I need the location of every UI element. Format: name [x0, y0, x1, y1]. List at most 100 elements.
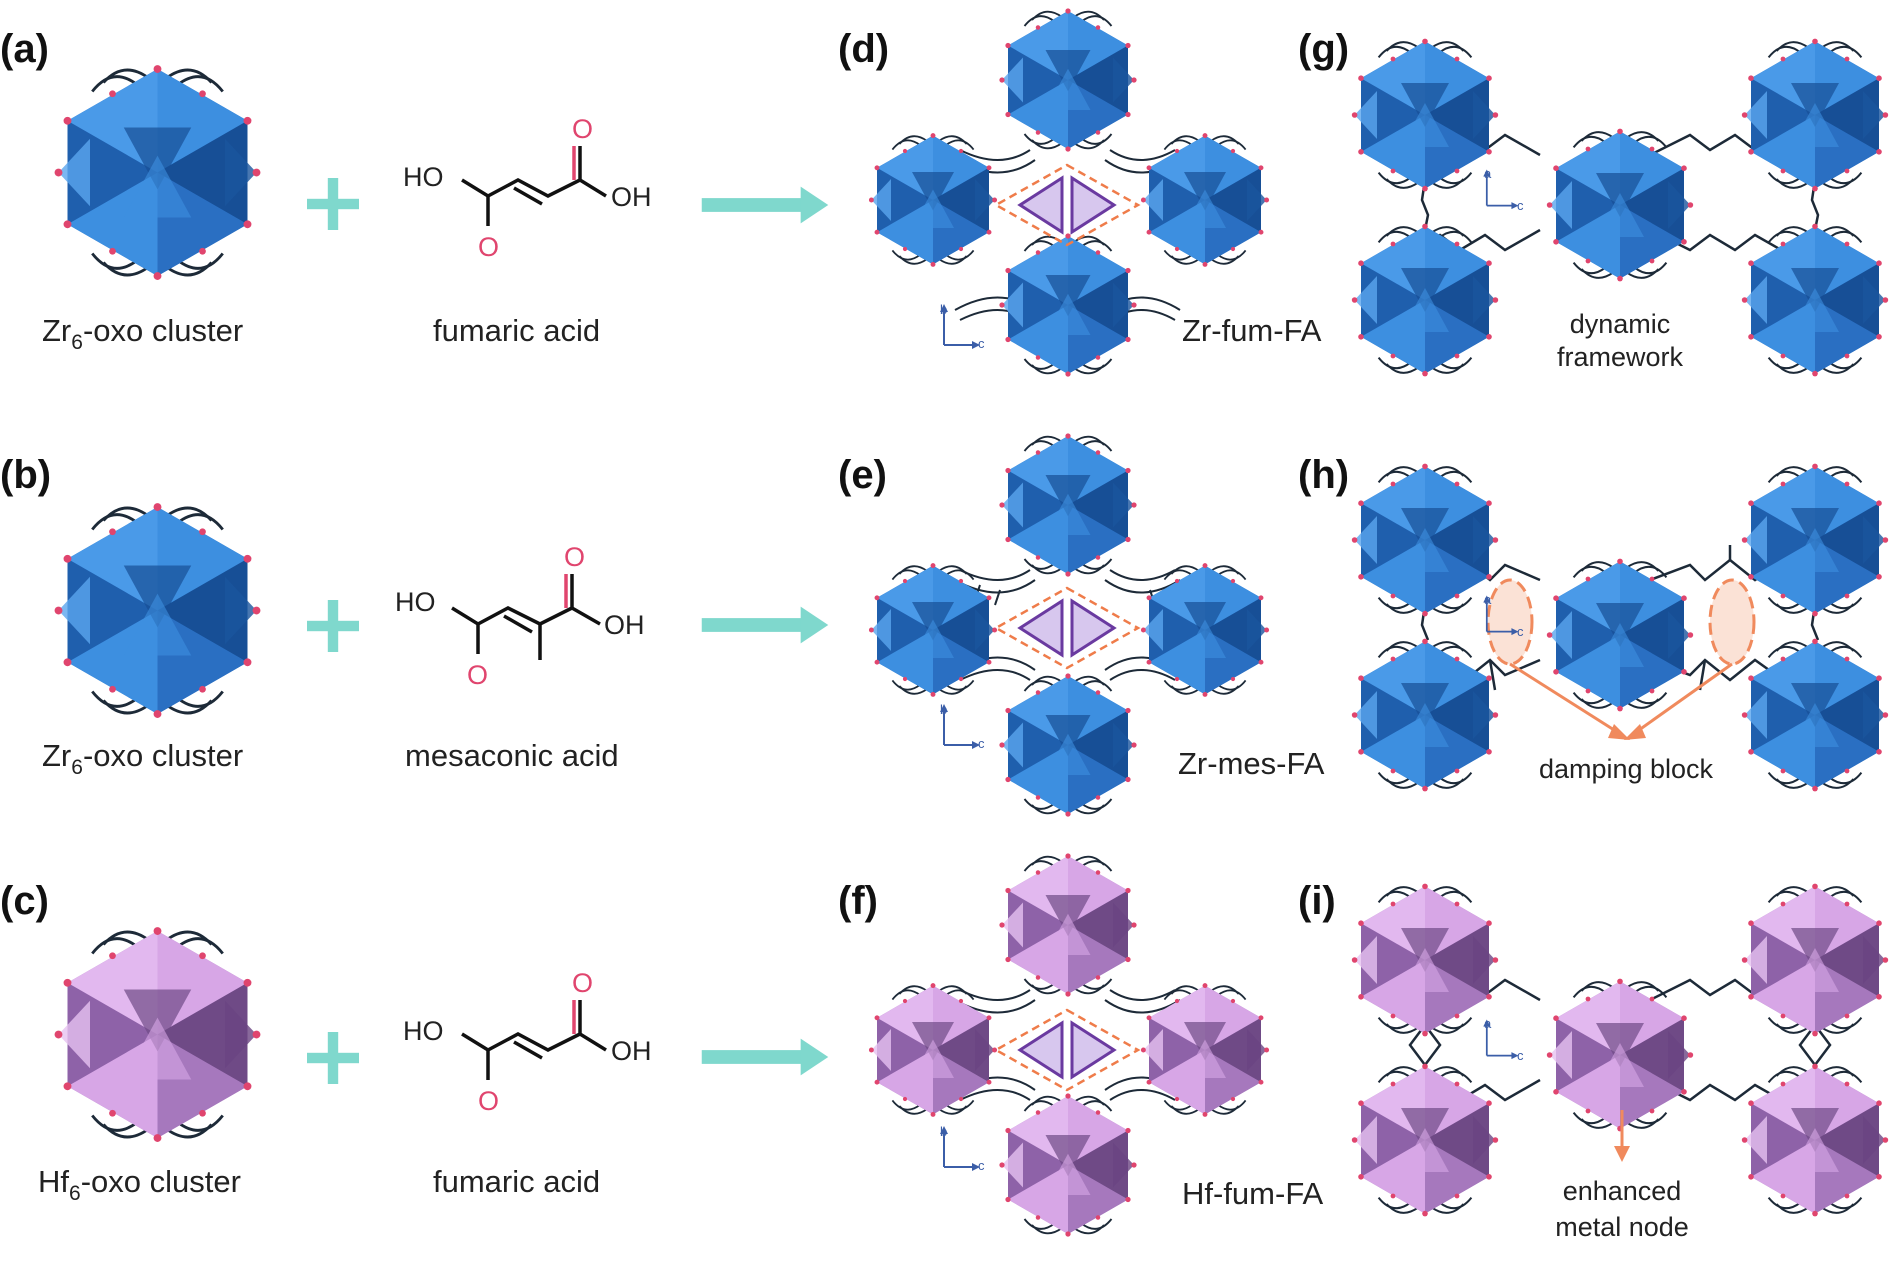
- zr-cluster-icon: [1740, 222, 1890, 378]
- axis-right: c: [978, 336, 985, 351]
- molecule-o-bottom: O: [467, 660, 488, 690]
- damping-highlight: [1486, 578, 1756, 740]
- panel-a: (a) Zr6-oxo cluster HO O OH O fumaric ac…: [0, 27, 829, 354]
- panel-h: (h) a c damping block: [1298, 453, 1890, 793]
- note-i-line1: enhanced: [1563, 1176, 1682, 1206]
- axis-right: c: [1517, 1048, 1524, 1063]
- cluster-caption-a: Zr6-oxo cluster: [42, 313, 243, 354]
- hf-cluster-icon: [998, 852, 1138, 998]
- zr-cluster-icon: [1350, 37, 1500, 193]
- cluster-caption-c: Hf6-oxo cluster: [38, 1164, 241, 1205]
- axis-up: b: [940, 702, 947, 717]
- axis-up: a: [1484, 166, 1492, 181]
- zr-cluster-icon: [53, 501, 262, 720]
- pore-diamond: [993, 1008, 1141, 1092]
- plus-icon: [307, 600, 359, 652]
- molecule-o-top: O: [572, 114, 593, 144]
- acid-caption-b: mesaconic acid: [405, 738, 619, 773]
- cluster-caption-b: Zr6-oxo cluster: [42, 738, 243, 779]
- axis-up: a: [1484, 1016, 1492, 1031]
- axis-up: a: [1484, 592, 1492, 607]
- panel-c: (c) Hf6-oxo cluster HO O OH O fumaric ac…: [0, 879, 829, 1205]
- hf-cluster-icon: [1740, 1062, 1890, 1218]
- molecule-oh: OH: [604, 610, 645, 640]
- plus-icon: [307, 1032, 359, 1084]
- plus-icon: [307, 178, 359, 230]
- pore-diamond: [993, 163, 1141, 247]
- zr-cluster-icon: [1545, 557, 1695, 713]
- acid-caption-c: fumaric acid: [433, 1164, 600, 1199]
- panel-g: (g) a c dynamic framework: [1298, 27, 1890, 378]
- right-arrow-icon: [701, 1038, 829, 1076]
- molecule-o-top: O: [572, 968, 593, 998]
- fumaric-acid-molecule: [461, 146, 607, 226]
- panel-label-f: (f): [838, 879, 878, 923]
- molecule-o-bottom: O: [478, 232, 499, 262]
- zr-cluster-icon: [998, 672, 1138, 818]
- zr-cluster-icon: [1140, 562, 1270, 698]
- note-g-line1: dynamic: [1570, 309, 1671, 339]
- zr-cluster-icon: [1350, 637, 1500, 793]
- panel-label-e: (e): [838, 453, 887, 497]
- node-arrow: [1614, 1110, 1630, 1162]
- axis-right: c: [978, 1158, 985, 1173]
- zr-cluster-icon: [1350, 222, 1500, 378]
- molecule-o-top: O: [564, 542, 585, 572]
- hf-cluster-icon: [868, 982, 998, 1118]
- hf-cluster-icon: [1350, 1062, 1500, 1218]
- panel-d: (d) b c Zr-fum-FA: [838, 7, 1322, 378]
- molecule-oh: OH: [611, 182, 652, 212]
- zr-cluster-icon: [868, 562, 998, 698]
- right-arrow-icon: [701, 606, 829, 644]
- right-arrow-icon: [701, 186, 829, 224]
- zr-cluster-icon: [998, 232, 1138, 378]
- zr-cluster-icon: [1140, 132, 1270, 268]
- zr-cluster-icon: [998, 432, 1138, 578]
- molecule-oh: OH: [611, 1036, 652, 1066]
- panel-label-g: (g): [1298, 27, 1349, 71]
- molecule-ho: HO: [395, 587, 436, 617]
- axis-right: c: [1517, 198, 1524, 213]
- molecule-ho: HO: [403, 162, 444, 192]
- panel-label-b: (b): [0, 453, 51, 497]
- molecule-o-bottom: O: [478, 1086, 499, 1116]
- framework-name-e: Zr-mes-FA: [1178, 746, 1325, 781]
- zr-cluster-icon: [1740, 37, 1890, 193]
- pore-diamond: [993, 586, 1141, 670]
- note-g-line2: framework: [1557, 342, 1684, 372]
- panel-label-c: (c): [0, 879, 49, 923]
- zr-cluster-icon: [53, 63, 262, 282]
- hf-cluster-icon: [1545, 977, 1695, 1133]
- framework-name-d: Zr-fum-FA: [1182, 313, 1322, 348]
- panel-label-i: (i): [1298, 879, 1336, 923]
- zr-cluster-icon: [1350, 462, 1500, 618]
- zr-cluster-icon: [1740, 637, 1890, 793]
- note-i-line2: metal node: [1555, 1212, 1689, 1242]
- zr-cluster-icon: [998, 7, 1138, 153]
- hf-cluster-icon: [1740, 882, 1890, 1038]
- axis-up: b: [940, 1124, 947, 1139]
- hf-cluster-icon: [1350, 882, 1500, 1038]
- zr-cluster-icon: [1740, 462, 1890, 618]
- panel-b: (b) Zr6-oxo cluster HO O OH O mesaconic …: [0, 453, 829, 779]
- panel-e: (e) b c Zr-mes-FA: [838, 432, 1325, 818]
- note-h-line1: damping block: [1539, 754, 1714, 784]
- framework-name-f: Hf-fum-FA: [1182, 1176, 1324, 1211]
- mesaconic-acid-molecule: [451, 574, 601, 660]
- panel-label-h: (h): [1298, 453, 1349, 497]
- hf-cluster-icon: [1140, 982, 1270, 1118]
- axis-up: b: [940, 302, 947, 317]
- molecule-ho: HO: [403, 1016, 444, 1046]
- panel-f: (f) b c Hf-fum-FA: [838, 852, 1324, 1238]
- axis-right: c: [1517, 624, 1524, 639]
- zr-cluster-icon: [868, 132, 998, 268]
- hf-cluster-icon: [53, 925, 262, 1144]
- zr-cluster-icon: [1545, 127, 1695, 283]
- panel-label-d: (d): [838, 27, 889, 71]
- acid-caption-a: fumaric acid: [433, 313, 600, 348]
- axis-right: c: [978, 736, 985, 751]
- fumaric-acid-molecule: [461, 1000, 607, 1080]
- panel-label-a: (a): [0, 27, 49, 71]
- panel-i: (i) a c enhanced metal node: [1298, 879, 1890, 1242]
